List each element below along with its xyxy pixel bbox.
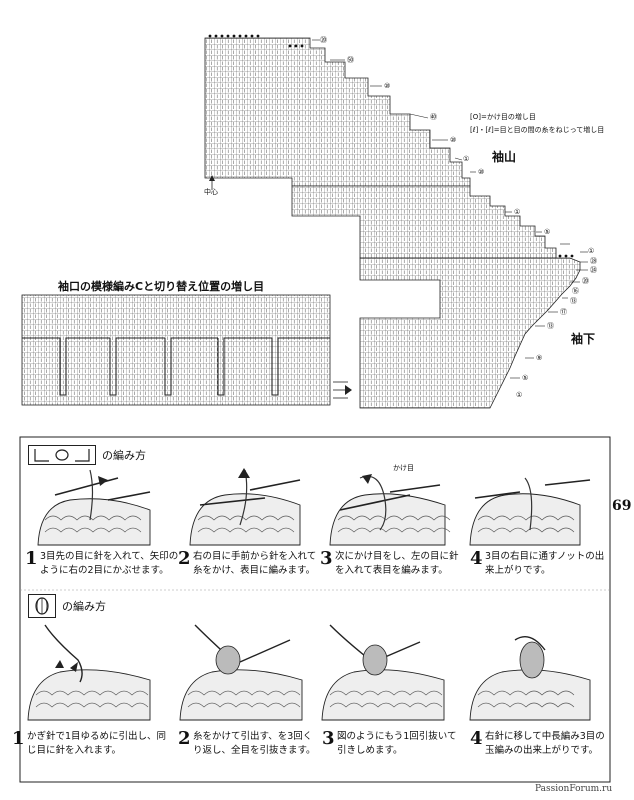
knot-illustrations bbox=[37, 468, 591, 546]
knot-symbol-icon bbox=[34, 449, 90, 462]
page-number: 69 bbox=[612, 498, 632, 514]
step-number: 2 bbox=[178, 548, 191, 569]
step-text: 次にかけ目をし、左の目に針を入れて表目を編みます。 bbox=[335, 551, 459, 576]
bobble-symbol-icon bbox=[35, 597, 49, 615]
bobble-illustrations bbox=[27, 624, 591, 721]
row-mark: ⑰ bbox=[560, 308, 567, 316]
step-text: 3目の右目に通すノットの出来上がりです。 bbox=[485, 551, 605, 576]
legend-twisted-increase: [ℓ]・[ℓ]=目と目の間の糸をねじって増し目 bbox=[470, 126, 605, 134]
row-mark: ⑳ bbox=[582, 277, 589, 285]
step-number: 1 bbox=[12, 728, 25, 749]
step-number: 1 bbox=[25, 548, 38, 569]
watermark: PassionForum.ru bbox=[535, 784, 613, 794]
row-mark: ⑯ bbox=[572, 287, 579, 295]
row-mark: ㊵ bbox=[430, 113, 437, 121]
row-mark: ㉘ bbox=[590, 257, 597, 265]
step-text: 右針に移して中長編み3目の玉編みの出来上がりです。 bbox=[485, 731, 605, 756]
step-text: 糸をかけて引出す、を3回くり返し、全目を引抜きます。 bbox=[193, 731, 316, 756]
row-mark: ⑳ bbox=[320, 36, 327, 44]
label-center: 中心 bbox=[204, 188, 218, 196]
row-mark: ⑤ bbox=[544, 228, 551, 236]
label-sleeve-underarm: 袖下 bbox=[571, 332, 596, 346]
yarn-over-label: かけ目 bbox=[393, 464, 414, 472]
method1-title: の編み方 bbox=[102, 449, 146, 462]
cuff-chart-title: 袖口の模様編みCと切り替え位置の増し目 bbox=[58, 280, 265, 293]
label-sleeve-cap: 袖山 bbox=[492, 150, 517, 164]
row-mark: ㉔ bbox=[590, 266, 597, 274]
step-text: 図のようにもう1回引抜いて引きしめます。 bbox=[337, 731, 457, 756]
step-number: 3 bbox=[320, 548, 333, 569]
row-mark: ① bbox=[588, 247, 595, 255]
step-number: 4 bbox=[470, 728, 483, 749]
row-mark: ⑩ bbox=[384, 82, 391, 90]
row-mark: ㊿ bbox=[347, 56, 354, 64]
row-mark: ⑩ bbox=[450, 136, 457, 144]
row-mark: ① bbox=[514, 208, 521, 216]
method2-title: の編み方 bbox=[62, 600, 106, 613]
bobble-symbol-box bbox=[28, 594, 56, 618]
row-mark: ⑤ bbox=[522, 374, 529, 382]
row-mark: ⑬ bbox=[547, 322, 554, 330]
cuff-chart bbox=[21, 294, 352, 406]
step-number: 4 bbox=[470, 548, 483, 569]
step-text: かぎ針で1目ゆるめに引出し、同じ目に針を入れます。 bbox=[27, 731, 167, 756]
row-mark: ⑩ bbox=[478, 168, 485, 176]
legend-yarn-over: [O]=かけ目の増し目 bbox=[470, 113, 536, 121]
sleeve-cap-chart bbox=[204, 34, 588, 409]
step-text: 3目先の目に針を入れて、矢印のように右の2目にかぶせます。 bbox=[40, 551, 179, 576]
row-mark: ⑨ bbox=[536, 354, 543, 362]
step-number: 2 bbox=[178, 728, 191, 749]
step-number: 3 bbox=[322, 728, 335, 749]
row-mark: ① bbox=[516, 391, 523, 399]
row-mark: ① bbox=[463, 155, 470, 163]
step-text: 右の目に手前から針を入れて糸をかけ、表目に編みます。 bbox=[193, 551, 317, 576]
knot-symbol-box bbox=[28, 445, 96, 465]
row-mark: ⑬ bbox=[570, 297, 577, 305]
